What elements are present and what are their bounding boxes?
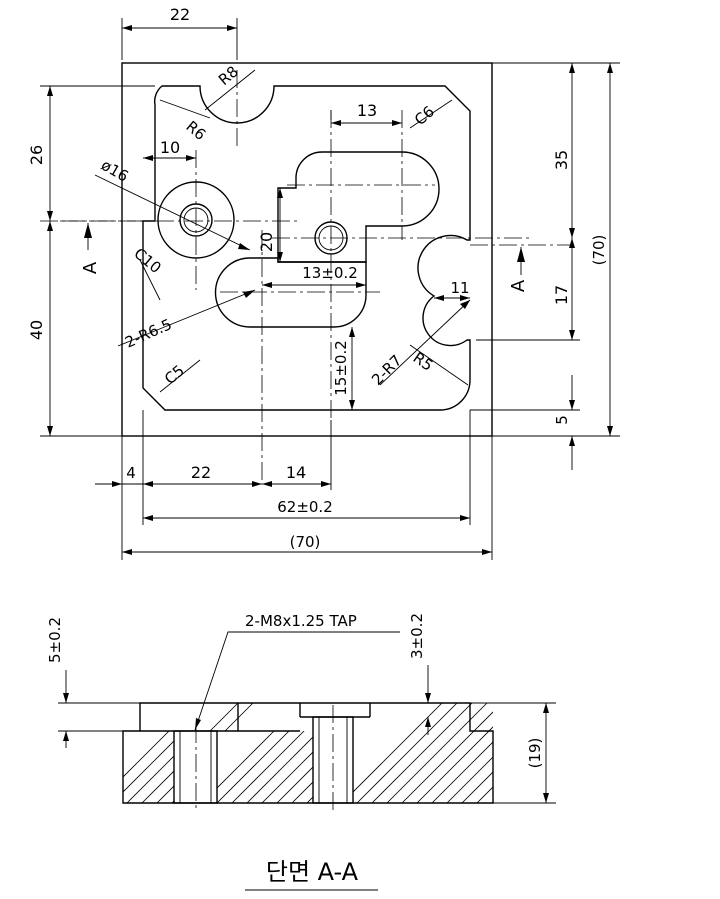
slot-upper bbox=[277, 151, 440, 263]
plan-view bbox=[40, 62, 570, 480]
dim-40: 40 bbox=[27, 320, 46, 340]
dim-13: 13 bbox=[357, 101, 377, 120]
dim-11: 11 bbox=[450, 279, 469, 297]
dim-c10: C10 bbox=[130, 244, 164, 277]
dim-3-tol: 3±0.2 bbox=[408, 613, 426, 659]
block-outline bbox=[121, 62, 493, 437]
pocket-outline bbox=[142, 85, 471, 411]
dim-b4: 4 bbox=[126, 464, 136, 482]
dim-35: 35 bbox=[552, 150, 571, 170]
dim-b62: 62±0.2 bbox=[277, 498, 333, 516]
dim-r8: R8 bbox=[215, 62, 242, 89]
dim-10: 10 bbox=[160, 138, 180, 157]
section-mark-right: A bbox=[508, 279, 529, 292]
section-outline bbox=[122, 702, 494, 804]
dim-70-right: (70) bbox=[590, 235, 608, 266]
dim-r6: R6 bbox=[182, 117, 209, 144]
tap-note: 2-M8x1.25 TAP bbox=[245, 612, 357, 630]
slot-lower bbox=[214, 257, 367, 328]
dim-b22: 22 bbox=[191, 463, 211, 482]
dim-26: 26 bbox=[27, 145, 46, 165]
dim-5-right: 5 bbox=[553, 415, 571, 425]
dim-20: 20 bbox=[257, 232, 276, 252]
dim-b70: (70) bbox=[290, 533, 321, 551]
section-mark-left: A bbox=[80, 261, 101, 274]
dim-phi16: ø16 bbox=[98, 156, 131, 186]
dim-r5: R5 bbox=[410, 349, 437, 375]
section-title: 단면 A-A bbox=[266, 858, 359, 886]
dim-r7: 2-R7 bbox=[368, 351, 405, 388]
dim-15-tol: 15±0.2 bbox=[332, 340, 350, 396]
dim-r65: 2-R6.5 bbox=[122, 315, 174, 351]
dim-top-22: 22 bbox=[170, 5, 190, 24]
dim-13-tol: 13±0.2 bbox=[302, 264, 358, 282]
dim-c5: C5 bbox=[161, 361, 188, 388]
section-view: 2-M8x1.25 TAP 5±0.2 3±0.2 (19) 단면 A-A bbox=[46, 612, 556, 891]
dim-19: (19) bbox=[526, 738, 544, 769]
dim-5-tol: 5±0.2 bbox=[46, 617, 64, 663]
plan-dimensions: 22 R8 R6 13 C6 10 ø16 26 40 bbox=[27, 5, 620, 560]
dim-b14: 14 bbox=[286, 463, 306, 482]
dim-17: 17 bbox=[552, 285, 571, 305]
